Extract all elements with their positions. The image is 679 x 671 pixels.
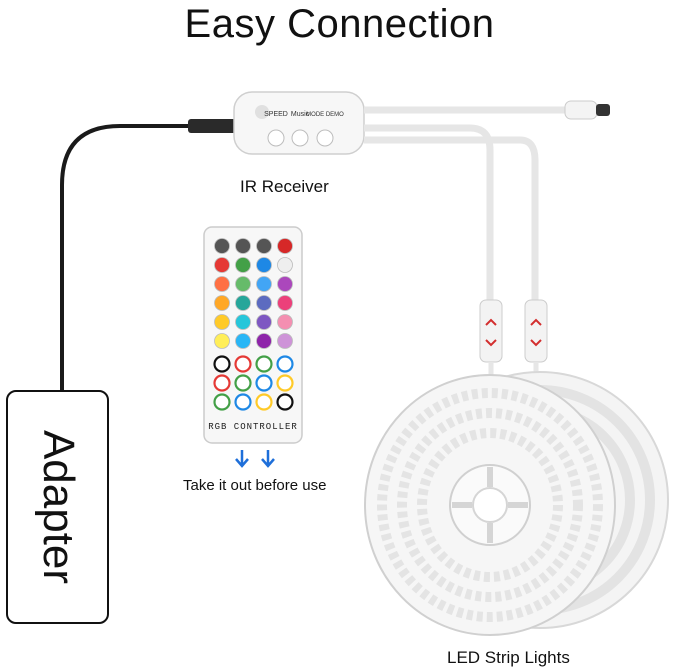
- remote-mode-button: [255, 393, 273, 411]
- remote-mode-button: [213, 393, 231, 411]
- music-button: [291, 129, 309, 147]
- ir-receiver: SPEED Music MODE DEMO: [233, 91, 365, 155]
- speed-button: [267, 129, 285, 147]
- strip-connector-2: [524, 299, 548, 363]
- led-spool-front: [364, 374, 616, 636]
- rgb-remote: RGB CONTROLLER: [203, 226, 303, 444]
- pull-tab-arrows: [235, 450, 275, 468]
- remote-mode-button: [213, 355, 231, 373]
- remote-mode-button: [234, 393, 252, 411]
- remote-button: [277, 314, 293, 330]
- mode-button: [316, 129, 334, 147]
- remote-button: [235, 314, 251, 330]
- remote-button: [235, 238, 251, 254]
- dc-connector: [564, 100, 598, 120]
- take-out-note: Take it out before use: [183, 477, 327, 494]
- remote-mode-button: [276, 393, 294, 411]
- remote-mode-button: [213, 374, 231, 392]
- adapter-plug: [188, 119, 238, 133]
- dc-connector-tip: [596, 104, 610, 116]
- remote-button: [214, 295, 230, 311]
- remote-button: [277, 333, 293, 349]
- remote-button: [256, 276, 272, 292]
- music-button-label: Music: [291, 111, 310, 118]
- remote-button: [214, 238, 230, 254]
- remote-button: [277, 276, 293, 292]
- ir-receiver-label: IR Receiver: [240, 177, 329, 196]
- remote-button: [256, 333, 272, 349]
- remote-mode-button: [255, 374, 273, 392]
- remote-mode-button: [234, 355, 252, 373]
- strip-connector-1: [479, 299, 503, 363]
- strip-cable-2: [364, 136, 539, 300]
- remote-button: [214, 257, 230, 273]
- remote-mode-button: [234, 374, 252, 392]
- remote-button: [277, 257, 293, 273]
- speed-button-label: SPEED: [264, 111, 288, 118]
- remote-button: [235, 257, 251, 273]
- remote-mode-button: [276, 355, 294, 373]
- remote-button: [256, 314, 272, 330]
- mode-button-label: MODE DEMO: [306, 112, 344, 118]
- remote-button: [256, 238, 272, 254]
- page-title: Easy Connection: [184, 2, 495, 46]
- remote-button: [235, 333, 251, 349]
- remote-button: [256, 295, 272, 311]
- remote-button: [214, 314, 230, 330]
- led-strip-label: LED Strip Lights: [447, 648, 570, 667]
- remote-button: [214, 276, 230, 292]
- remote-mode-button: [255, 355, 273, 373]
- adapter-box: Adapter: [6, 390, 109, 624]
- remote-button: [277, 238, 293, 254]
- remote-button: [256, 257, 272, 273]
- arrow-down-icon: [235, 450, 249, 468]
- remote-mode-button: [276, 374, 294, 392]
- adapter-cable: [60, 124, 190, 392]
- remote-button: [214, 333, 230, 349]
- ir-sensor-dot: [255, 105, 269, 119]
- strip-cable-1: [364, 124, 494, 300]
- arrow-down-icon: [261, 450, 275, 468]
- adapter-label: Adapter: [33, 429, 83, 585]
- remote-button: [277, 295, 293, 311]
- remote-button: [235, 295, 251, 311]
- remote-footer-label: RGB CONTROLLER: [208, 422, 298, 432]
- remote-button: [235, 276, 251, 292]
